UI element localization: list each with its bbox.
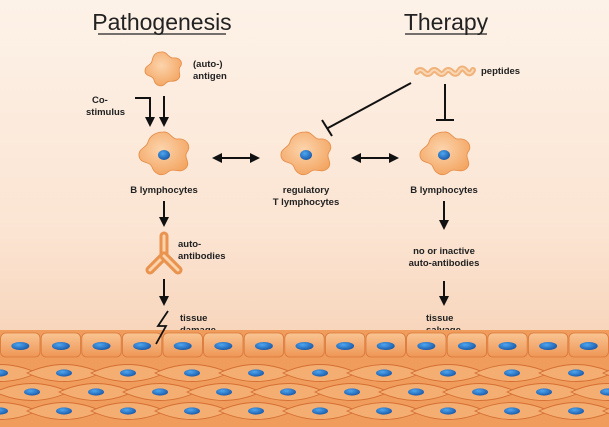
spindle-nucleus — [504, 407, 520, 415]
spindle-nucleus — [440, 369, 456, 377]
damage-label-line1: tissue — [180, 313, 207, 324]
autoantibody-label-line1: auto- — [178, 239, 201, 250]
spindle-cell — [569, 383, 609, 401]
epithelial-nucleus — [579, 342, 598, 350]
spindle-cell — [601, 408, 609, 414]
epithelial-nucleus — [133, 342, 152, 350]
spindle-nucleus — [120, 369, 136, 377]
b-lymphocyte-left-icon — [138, 131, 190, 176]
epithelial-nucleus — [376, 342, 395, 350]
tissue-layer — [0, 330, 609, 427]
epithelial-nucleus — [457, 342, 476, 350]
peptide-to-treg-line — [327, 82, 412, 129]
spindle-nucleus — [248, 369, 264, 377]
spindle-nucleus — [312, 369, 328, 377]
antigen-icon — [144, 51, 182, 87]
spindle-nucleus — [568, 369, 584, 377]
spindle-nucleus — [504, 369, 520, 377]
spindle-nucleus — [600, 388, 609, 396]
costimulus-label-line2: stimulus — [86, 107, 125, 118]
epithelial-nucleus — [11, 342, 30, 350]
epithelial-nucleus — [214, 342, 233, 350]
lightning-bolt-icon — [155, 310, 169, 345]
spindle-nucleus — [184, 407, 200, 415]
spindle-nucleus — [376, 369, 392, 377]
regulatory-t-lymphocyte-icon — [280, 131, 332, 176]
autoantibody-icon — [145, 231, 183, 275]
epithelial-nucleus — [51, 342, 70, 350]
treg-label-line2: T lymphocytes — [273, 197, 340, 208]
salvage-label-line1: tissue — [426, 313, 453, 324]
inactive-label-line2: auto-antibodies — [409, 258, 480, 269]
spindle-nucleus — [568, 407, 584, 415]
spindle-nucleus — [344, 388, 360, 396]
spindle-nucleus — [152, 388, 168, 396]
spindle-nucleus — [56, 369, 72, 377]
peptide-chain-icon — [414, 65, 476, 77]
autoantibody-label-line2: antibodies — [178, 251, 226, 262]
spindle-nucleus — [24, 388, 40, 396]
spindle-nucleus — [0, 369, 8, 377]
spindle-nucleus — [472, 388, 488, 396]
spindle-nucleus — [440, 407, 456, 415]
epithelial-nucleus — [417, 342, 436, 350]
inactive-label-line1: no or inactive — [413, 246, 475, 257]
peptide-to-treg-inhibition-bar — [321, 119, 333, 137]
epithelial-nucleus — [92, 342, 111, 350]
peptides-label: peptides — [481, 66, 520, 77]
epithelial-nucleus — [254, 342, 273, 350]
spindle-nucleus — [280, 388, 296, 396]
heading-therapy: Therapy — [404, 9, 489, 35]
costimulus-label-line1: Co- — [92, 95, 108, 106]
epithelial-nucleus — [295, 342, 314, 350]
epithelial-nucleus — [336, 342, 355, 350]
b-lymphocyte-right-icon — [419, 131, 471, 176]
b-lymphocyte-left-label: B lymphocytes — [130, 185, 198, 196]
spindle-nucleus — [376, 407, 392, 415]
spindle-nucleus — [56, 407, 72, 415]
spindle-nucleus — [408, 388, 424, 396]
spindle-nucleus — [312, 407, 328, 415]
spindle-nucleus — [536, 388, 552, 396]
spindle-cell — [601, 370, 609, 376]
spindle-nucleus — [0, 407, 8, 415]
antigen-label-line1: (auto-) — [193, 59, 223, 70]
spindle-nucleus — [88, 388, 104, 396]
epithelial-nucleus — [498, 342, 517, 350]
epithelial-nucleus — [173, 342, 192, 350]
spindle-nucleus — [216, 388, 232, 396]
spindle-nucleus — [184, 369, 200, 377]
b-lymphocyte-right-label: B lymphocytes — [410, 185, 478, 196]
antigen-label-line2: antigen — [193, 71, 227, 82]
treg-label-line1: regulatory — [283, 185, 330, 196]
heading-pathogenesis: Pathogenesis — [92, 9, 231, 35]
spindle-nucleus — [120, 407, 136, 415]
costimulus-arrow — [135, 97, 155, 127]
epithelial-nucleus — [539, 342, 558, 350]
spindle-nucleus — [248, 407, 264, 415]
